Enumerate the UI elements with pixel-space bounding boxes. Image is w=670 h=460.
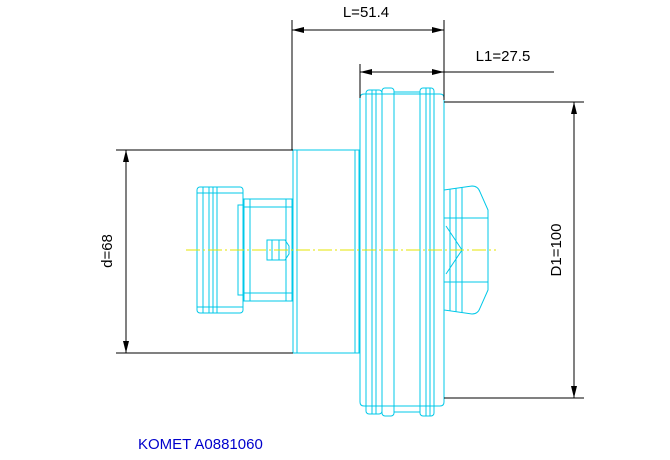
dimension-D1: [444, 101, 584, 399]
dimension-D1-label: D1=100: [548, 224, 565, 277]
dimension-d-label: d=68: [99, 234, 116, 268]
dimension-L1-label: L1=27.5: [476, 48, 531, 65]
dimensions: [116, 20, 584, 399]
dimension-L1: [359, 64, 554, 98]
dimension-d: [116, 149, 293, 354]
dimension-L-label: L=51.4: [343, 4, 389, 21]
dimension-L: [291, 20, 445, 150]
main-body: [292, 149, 360, 354]
flange: [359, 87, 445, 417]
part-number-caption: KOMET A0881060: [138, 436, 263, 453]
left-collar: [196, 186, 245, 314]
part-outline: [196, 87, 489, 417]
